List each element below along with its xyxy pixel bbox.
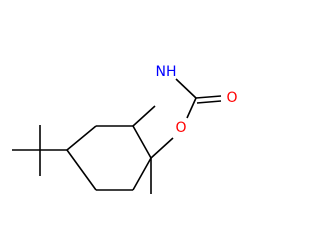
- ring-oxygen-label: O: [175, 120, 186, 136]
- bond-ring-c6-c5: [66, 149, 97, 191]
- bond-o1-c7a: [150, 137, 174, 159]
- bond-carbonyl-line-2: [196, 100, 222, 104]
- bond-carbonyl-line-1: [195, 95, 222, 99]
- bond-ring-c7a-c7: [132, 157, 152, 191]
- bond-ring-c5-c4: [66, 125, 97, 151]
- nitrogen-label: NH: [156, 64, 177, 80]
- carbonyl-oxygen-label: O: [226, 90, 237, 106]
- bond-ring-c3a-c7a: [132, 125, 152, 159]
- bond-c3a-n: [132, 105, 156, 127]
- bond-n-c2: [175, 78, 197, 99]
- molecule-structure: NH O O: [12, 64, 238, 194]
- bond-c2-o1: [186, 97, 197, 119]
